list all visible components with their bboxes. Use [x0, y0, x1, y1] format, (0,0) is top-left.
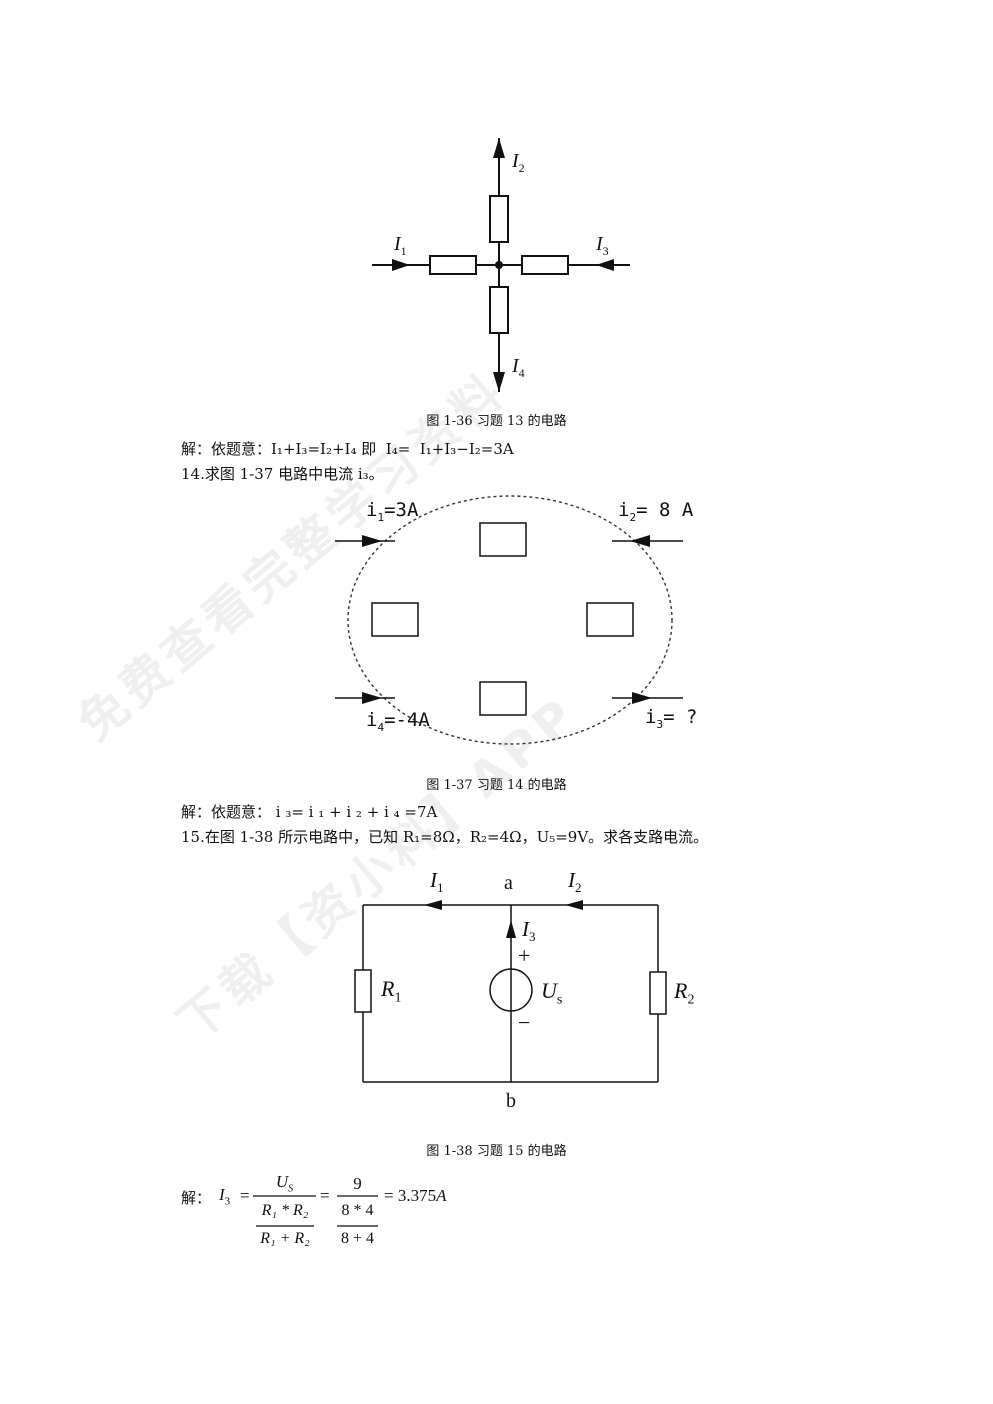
fig37-label-i1: i1=3A [366, 499, 419, 524]
fig37-arrow-i4 [362, 692, 382, 704]
fig38-label-minus: − [518, 1010, 531, 1035]
equation-equals-2: = [320, 1186, 330, 1205]
fig38-arrow-i3 [506, 920, 516, 938]
fig38-arrow-i2 [565, 900, 583, 910]
fig37-box-left [371, 602, 419, 637]
fig37-closed-surface [347, 495, 673, 745]
fig36-resistor-top [489, 195, 509, 243]
question-14: 14.求图 1-37 电路中电流 i₃。 [181, 465, 384, 483]
fig37-caption: 图 1-37 习题 14 的电路 [426, 778, 567, 793]
fig36-caption: 图 1-36 习题 13 的电路 [426, 414, 567, 429]
equation2-numerator: 9 [353, 1174, 362, 1193]
fig38-resistor-r2 [649, 971, 667, 1015]
equation-denominator-bottom: R₁ + R₂ [260, 1230, 310, 1247]
fig36-arrow-left-in [392, 259, 410, 271]
solution-14: 解：依题意： i ₃= i ₁ + i ₂ + i ₄ =7A [181, 803, 438, 821]
fig36-arrow-down [493, 372, 505, 392]
equation2-denominator-bottom: 8 + 4 [340, 1230, 375, 1247]
fig37-label-i4: i4=-4A [366, 709, 430, 734]
equation2-denominator-top: 8 * 4 [341, 1202, 374, 1219]
fig37-label-i3: i3= ? [645, 706, 698, 731]
fig37-arrow-i3 [632, 692, 652, 704]
fig36-label-i1: I1 [394, 233, 407, 258]
equation-denominator-top: R₁ * R₂ [261, 1202, 309, 1219]
fig38-label-i3: I3 [522, 917, 536, 945]
fig37-box-top [479, 522, 527, 557]
fig36-resistor-left [429, 255, 477, 275]
fig37-box-bottom [479, 681, 527, 716]
fig38-resistor-r1 [354, 969, 372, 1013]
fig37-arrow-i2 [630, 535, 650, 547]
fig36-label-i3: I3 [596, 233, 609, 258]
equation-equals-1: = [240, 1186, 250, 1205]
fig36-arrow-up [493, 138, 505, 158]
equation-lhs: I3 [219, 1185, 231, 1208]
fig36-resistor-right [521, 255, 569, 275]
fig38-label-plus: + [518, 943, 531, 968]
fig38-label-node-a: a [504, 872, 513, 894]
fig36-arrow-right-in [596, 259, 614, 271]
fig38-label-i2: I2 [568, 868, 582, 896]
fig37-label-i2: i2= 8 A [618, 499, 694, 524]
fig37-arrow-i1 [362, 535, 382, 547]
fig37-box-right [586, 602, 634, 637]
fig38-label-us: Us [541, 978, 563, 1008]
question-15: 15.在图 1-38 所示电路中，已知 R₁=8Ω，R₂=4Ω，U₅=9V。求各… [181, 828, 709, 846]
equation-numerator: US [275, 1172, 294, 1195]
fig38-caption: 图 1-38 习题 15 的电路 [426, 1144, 567, 1159]
fig36-node [495, 261, 503, 269]
solution-15-prefix: 解： [181, 1189, 212, 1207]
fig38-label-r1: R1 [381, 976, 402, 1006]
fig38-label-node-b: b [506, 1090, 516, 1112]
fig36-label-i4: I4 [512, 355, 525, 380]
fig38-arrow-i1 [424, 900, 442, 910]
fig36-resistor-bottom [489, 286, 509, 334]
fig38-label-i1: I1 [430, 868, 444, 896]
fig36-label-i2: I2 [512, 150, 525, 175]
equation-result: = 3.375A [384, 1186, 447, 1205]
solution-13: 解：依题意：I₁+I₃=I₂+I₄ 即 I₄= I₁+I₃−I₂=3A [181, 440, 514, 458]
fig38-label-r2: R2 [674, 978, 695, 1008]
